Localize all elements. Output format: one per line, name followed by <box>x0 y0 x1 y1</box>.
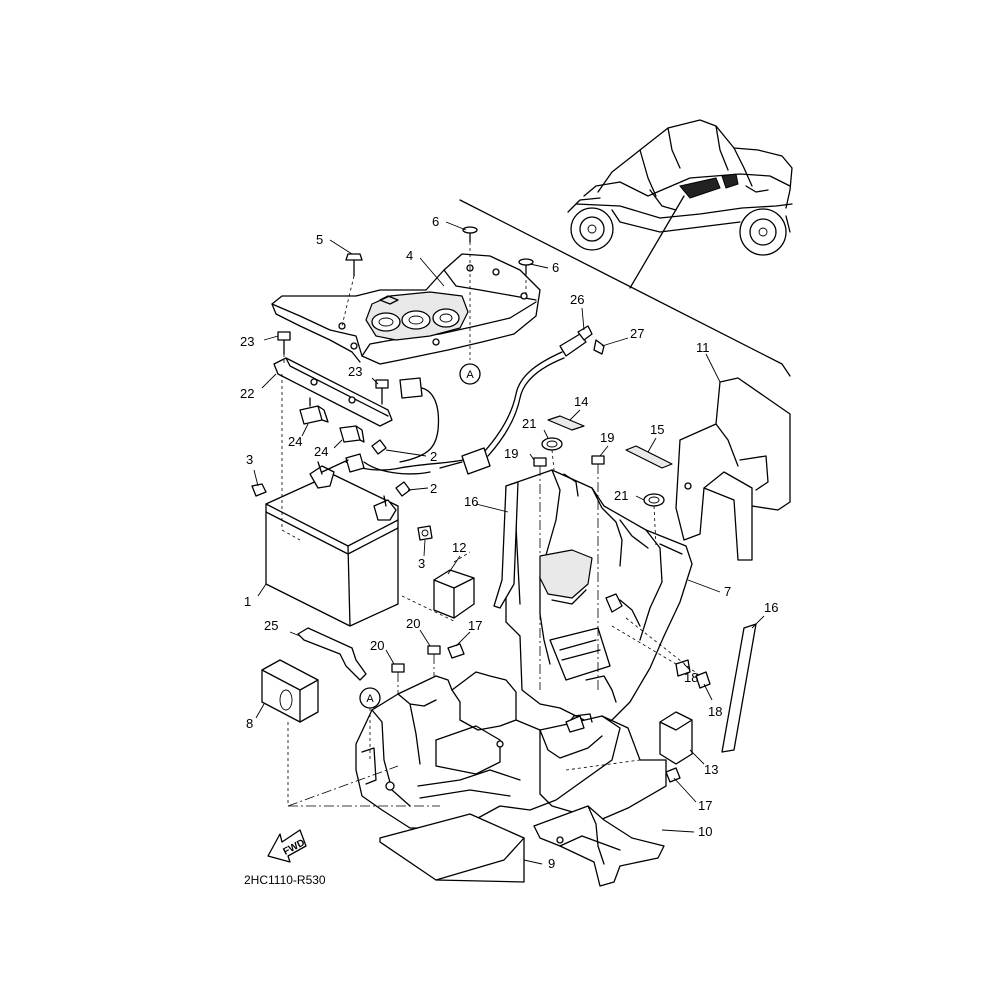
bolt-20b <box>427 645 441 655</box>
vehicle-overview <box>567 119 793 256</box>
part-13-cover <box>659 711 693 765</box>
callout-21a: 21 <box>522 416 536 431</box>
ref-a-bottom-label: A <box>366 693 374 705</box>
bolt-20a <box>391 663 405 673</box>
callout-8: 8 <box>246 716 253 731</box>
callout-1: 1 <box>244 594 251 609</box>
battery-tray <box>355 671 621 829</box>
callout-20a: 20 <box>370 638 384 653</box>
forward-arrow-icon: FWD <box>267 829 307 863</box>
callout-14: 14 <box>574 394 588 409</box>
callout-19a: 19 <box>504 446 518 461</box>
clip-18a <box>675 659 691 677</box>
callout-3a: 3 <box>246 452 253 467</box>
callout-24a: 24 <box>288 434 302 449</box>
callout-27: 27 <box>630 326 644 341</box>
drawing-code: 2HC1110-R530 <box>244 873 326 887</box>
part-14-strip <box>547 415 585 431</box>
part-8-pad <box>261 659 319 723</box>
callout-13: 13 <box>704 762 718 777</box>
ref-a-top-label: A <box>466 369 474 381</box>
part-15-strip <box>625 445 673 469</box>
part-24-relay-a <box>299 397 329 425</box>
callout-18b: 18 <box>708 704 722 719</box>
callout-25: 25 <box>264 618 278 633</box>
callout-26: 26 <box>570 292 584 307</box>
callout-2a: 2 <box>430 449 437 464</box>
callout-5: 5 <box>316 232 323 247</box>
callout-20b: 20 <box>406 616 420 631</box>
fastener-6b <box>518 258 534 275</box>
callout-22: 22 <box>240 386 254 401</box>
clip-17b <box>665 767 681 783</box>
part-12-cover <box>433 569 475 619</box>
part-22-bracket <box>273 357 393 427</box>
grommet-21b <box>643 493 665 507</box>
part-9-pad <box>379 813 525 883</box>
callout-6a: 6 <box>432 214 439 229</box>
part-16-strip-left <box>493 481 519 609</box>
part-7-bracket-frame <box>505 469 693 727</box>
callout-2b: 2 <box>430 481 437 496</box>
nut-3a <box>251 483 267 497</box>
wire-harness <box>345 325 605 475</box>
part-11-shroud <box>675 377 791 561</box>
callout-9: 9 <box>548 856 555 871</box>
leader-lines <box>253 221 765 865</box>
part-16-strip-right <box>721 623 757 753</box>
callout-23a: 23 <box>240 334 254 349</box>
fastener-5 <box>345 253 363 277</box>
bolt-19b <box>591 455 605 465</box>
nut-3b <box>417 525 433 541</box>
fastener-23b <box>375 379 389 405</box>
callout-7: 7 <box>724 584 731 599</box>
callout-19b: 19 <box>600 430 614 445</box>
callout-16a: 16 <box>464 494 478 509</box>
callout-16b: 16 <box>764 600 778 615</box>
clip-18b <box>695 671 711 689</box>
overview-leader <box>629 195 685 289</box>
ref-a-top <box>459 363 481 385</box>
frame-boundary-top <box>459 199 791 377</box>
callout-24b: 24 <box>314 444 328 459</box>
callout-21b: 21 <box>614 488 628 503</box>
callout-12: 12 <box>452 540 466 555</box>
callout-11: 11 <box>696 340 710 355</box>
callout-23b: 23 <box>348 364 362 379</box>
grommet-21a <box>541 437 563 451</box>
callout-6b: 6 <box>552 260 559 275</box>
callout-4: 4 <box>406 248 413 263</box>
callout-15: 15 <box>650 422 664 437</box>
screw-2a <box>371 439 387 455</box>
callout-18a: 18 <box>684 670 698 685</box>
part-10-skid <box>533 805 665 887</box>
part-25-strap <box>297 627 367 681</box>
callout-10: 10 <box>698 824 712 839</box>
part-1-battery <box>265 459 399 627</box>
fastener-23a <box>277 331 291 355</box>
callout-17a: 17 <box>468 618 482 633</box>
callout-17b: 17 <box>698 798 712 813</box>
callout-3b: 3 <box>418 556 425 571</box>
clip-17a <box>447 643 465 659</box>
part-4-cover <box>271 253 541 365</box>
part-24-relay-b <box>339 425 365 443</box>
callout-labels: 1 2 2 3 3 4 5 6 6 7 8 9 10 11 12 13 14 1… <box>240 214 778 871</box>
fastener-6a <box>462 226 478 243</box>
screw-2b <box>395 481 411 497</box>
bolt-19a <box>533 457 547 467</box>
